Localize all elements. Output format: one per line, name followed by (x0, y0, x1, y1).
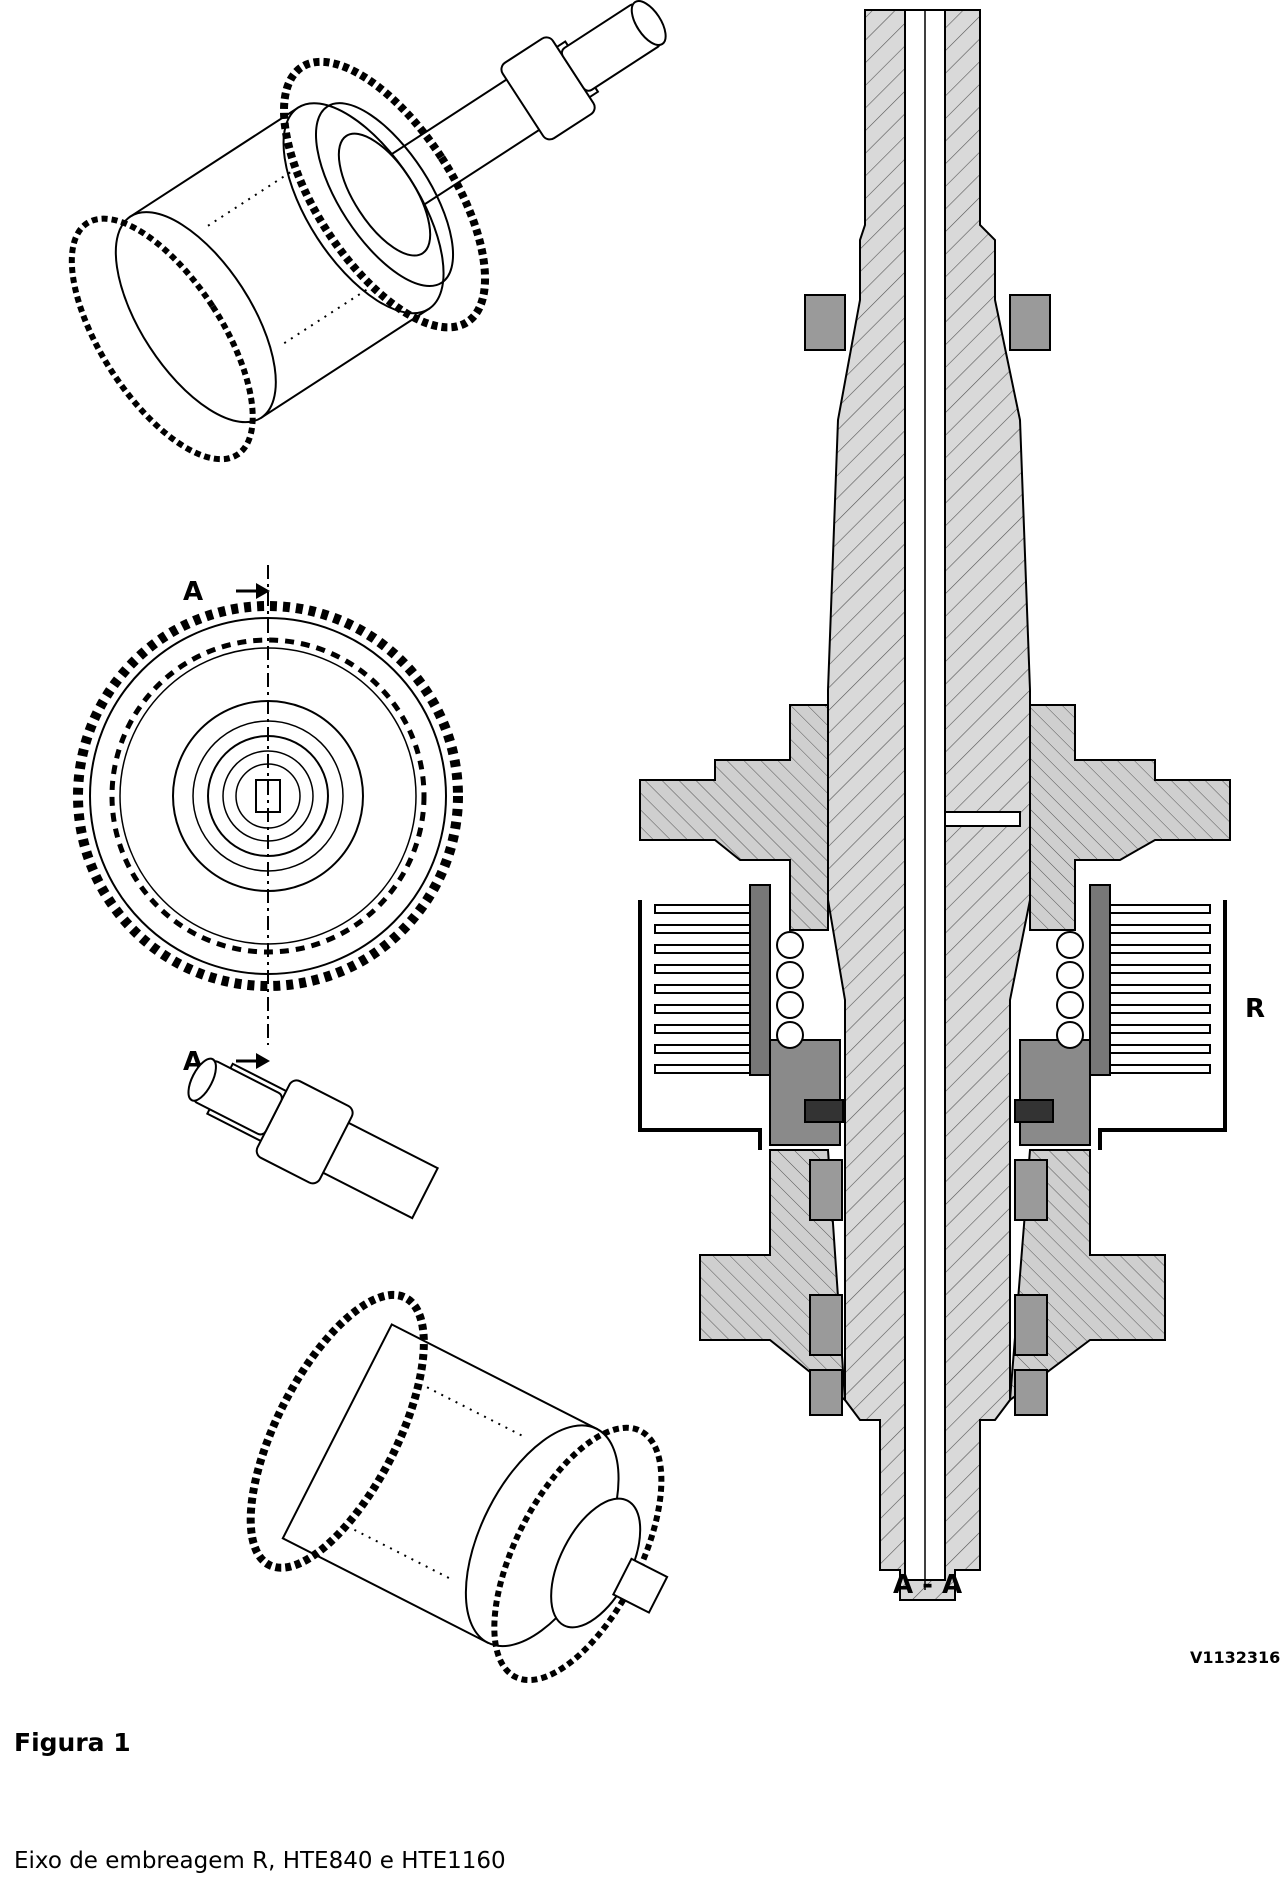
isometric-view-top (68, 0, 667, 463)
bearing-top (804, 294, 1051, 351)
isometric-view-bottom (187, 1057, 669, 1684)
bearing-bottom (809, 1159, 1048, 1416)
figure-caption: Eixo de embreagem R, HTE840 e HTE1160 (14, 1848, 506, 1874)
svg-text:R: R (1245, 994, 1265, 1024)
figure-number: Figura 1 (14, 1728, 131, 1757)
clutch-label: R (1245, 994, 1265, 1024)
svg-text:A: A (183, 577, 203, 607)
cross-section-a-a (638, 9, 1231, 1601)
svg-text:A - A: A - A (893, 1570, 962, 1600)
clutch-plates-left (654, 904, 766, 1074)
svg-text:V1132316: V1132316 (1190, 1648, 1280, 1667)
gear-front-view (73, 565, 463, 1045)
return-springs (776, 931, 1084, 1049)
drawing-code: V1132316 (1190, 1648, 1280, 1667)
section-title: A - A (893, 1570, 962, 1600)
clutch-plates-right (1099, 904, 1211, 1074)
section-marker-top: A (183, 577, 270, 607)
technical-drawing: A A (68, 0, 1280, 1684)
